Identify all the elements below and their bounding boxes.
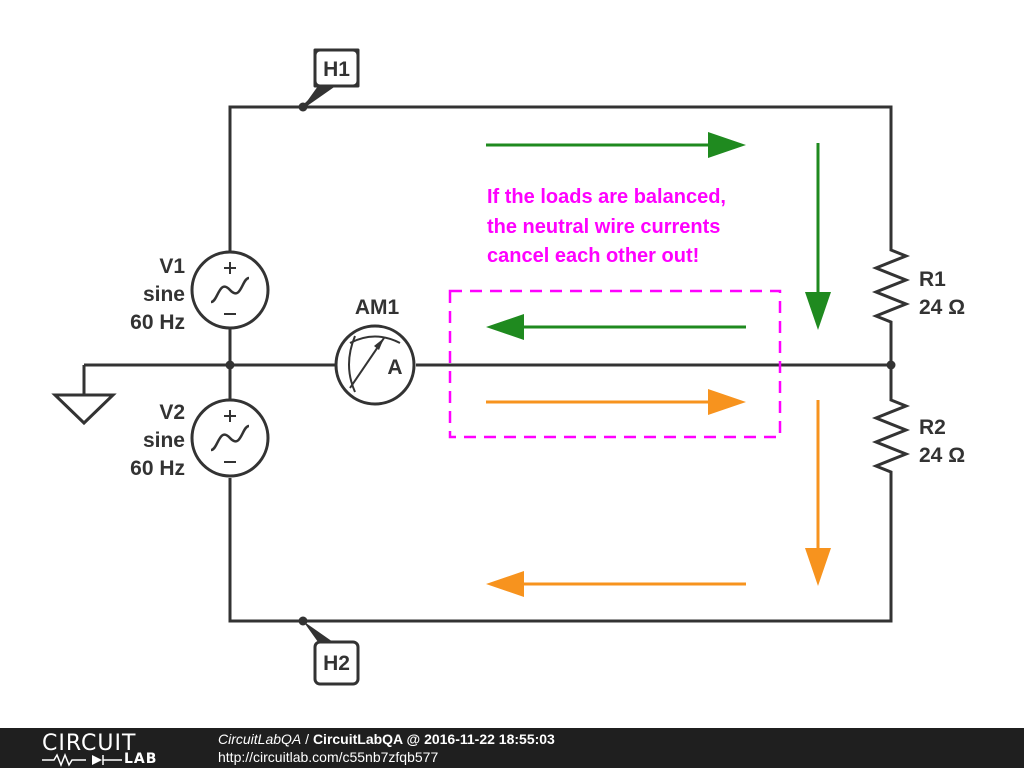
footer-user-link[interactable]: CircuitLabQA bbox=[218, 731, 302, 747]
orange-arrowhead-down bbox=[805, 548, 831, 586]
neutral-highlight-box bbox=[448, 289, 782, 439]
green-current-arrows bbox=[486, 132, 831, 340]
r2-name: R2 bbox=[919, 416, 946, 439]
node-label-h1[interactable]: H1 bbox=[301, 48, 360, 109]
circuitlab-logo[interactable]: CIRCUIT LAB bbox=[42, 731, 182, 767]
footer-separator: / bbox=[301, 731, 313, 747]
wires bbox=[82, 105, 893, 623]
orange-arrowhead-right bbox=[708, 389, 746, 415]
logo-waveform-icon bbox=[42, 753, 122, 767]
v1-name: V1 bbox=[159, 255, 185, 278]
ammeter-dial-icon bbox=[349, 335, 401, 344]
bottom-wire bbox=[228, 478, 893, 623]
sine-wave-icon bbox=[210, 424, 250, 452]
r1-value: 24 Ω bbox=[919, 296, 965, 319]
junction-dot bbox=[886, 360, 896, 370]
annotation-line-1: If the loads are balanced, bbox=[487, 186, 726, 208]
v1-type: sine bbox=[143, 283, 185, 306]
ammeter-name: AM1 bbox=[355, 296, 400, 319]
annotation-line-3: cancel each other out! bbox=[487, 245, 699, 267]
v2-frequency: 60 Hz bbox=[130, 457, 185, 480]
node-label-h1-text: H1 bbox=[323, 58, 350, 81]
voltage-source-v1[interactable] bbox=[190, 250, 270, 330]
green-arrowhead-down bbox=[805, 292, 831, 330]
annotation-line-2: the neutral wire currents bbox=[487, 216, 720, 238]
node-label-h2[interactable]: H2 bbox=[303, 621, 360, 686]
ammeter-symbol: A bbox=[387, 356, 402, 379]
orange-current-arrows bbox=[486, 389, 831, 597]
green-arrowhead-right bbox=[708, 132, 746, 158]
r2-value: 24 Ω bbox=[919, 444, 965, 467]
v1-frequency: 60 Hz bbox=[130, 311, 185, 334]
r1-name: R1 bbox=[919, 268, 946, 291]
logo-text-bottom: LAB bbox=[124, 751, 158, 767]
junction-dot bbox=[225, 360, 235, 370]
ground-icon bbox=[51, 393, 117, 426]
green-arrowhead-left bbox=[486, 314, 524, 340]
top-wire bbox=[228, 105, 893, 252]
circuit-schematic: H1 H2 V1 sine 60 Hz V2 sine 60 Hz A AM1 … bbox=[51, 48, 965, 686]
voltage-source-v2[interactable] bbox=[190, 398, 270, 478]
v2-type: sine bbox=[143, 429, 185, 452]
resistor-r1[interactable] bbox=[871, 245, 911, 333]
footer-url-link[interactable]: http://circuitlab.com/c55nb7zfqb577 bbox=[218, 749, 439, 765]
orange-arrowhead-left bbox=[486, 571, 524, 597]
node-label-h2-text: H2 bbox=[323, 652, 350, 675]
ammeter-am1[interactable]: A bbox=[334, 324, 416, 406]
footer-bar: CIRCUIT LAB CircuitLabQA / CircuitLabQA … bbox=[0, 728, 1024, 768]
footer-title-line: CircuitLabQA / CircuitLabQA @ 2016-11-22… bbox=[218, 731, 555, 747]
sine-wave-icon bbox=[210, 276, 250, 304]
resistor-r2[interactable] bbox=[871, 395, 911, 493]
v2-name: V2 bbox=[159, 401, 185, 424]
footer-circuit-title[interactable]: CircuitLabQA @ 2016-11-22 18:55:03 bbox=[312, 731, 555, 747]
logo-text-top: CIRCUIT bbox=[42, 731, 137, 756]
